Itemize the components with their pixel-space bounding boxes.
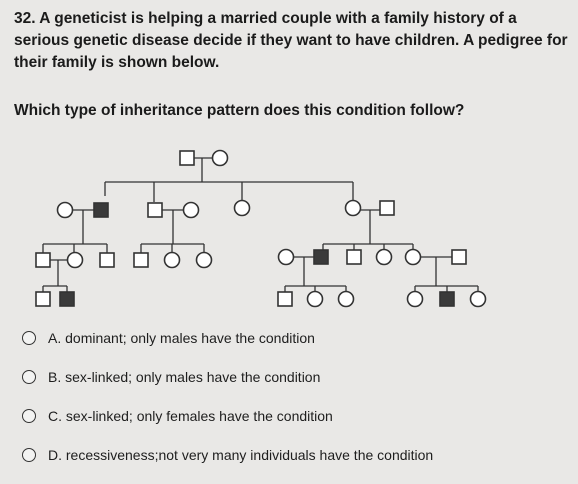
question-body: A geneticist is helping a married couple…: [14, 10, 568, 71]
male-unaffected: [451, 249, 467, 265]
option-label: B. sex-linked; only males have the condi…: [48, 369, 321, 385]
female-unaffected: [375, 248, 393, 266]
radio-button[interactable]: [22, 331, 36, 345]
male-affected: [313, 249, 329, 265]
female-unaffected: [56, 201, 74, 219]
radio-button[interactable]: [22, 448, 36, 462]
female-unaffected: [163, 251, 181, 269]
female-unaffected: [233, 199, 251, 217]
female-unaffected: [306, 290, 324, 308]
male-unaffected: [277, 291, 293, 307]
option-b[interactable]: B. sex-linked; only males have the condi…: [22, 367, 433, 387]
male-unaffected: [35, 252, 51, 268]
male-unaffected: [179, 150, 195, 166]
pedigree-chart: [35, 149, 487, 308]
option-d[interactable]: D. recessiveness;not very many individua…: [22, 445, 433, 465]
male-affected: [93, 202, 109, 218]
female-unaffected: [211, 149, 229, 167]
option-a[interactable]: A. dominant; only males have the conditi…: [22, 328, 433, 348]
option-c[interactable]: C. sex-linked; only females have the con…: [22, 406, 433, 426]
option-label: D. recessiveness;not very many individua…: [48, 447, 434, 463]
female-unaffected: [195, 251, 213, 269]
male-unaffected: [35, 291, 51, 307]
radio-button[interactable]: [22, 370, 36, 384]
male-unaffected: [346, 249, 362, 265]
male-affected: [439, 291, 455, 307]
male-unaffected: [379, 200, 395, 216]
female-unaffected: [344, 199, 362, 217]
male-unaffected: [99, 252, 115, 268]
female-unaffected: [406, 290, 424, 308]
option-label: A. dominant; only males have the conditi…: [48, 330, 315, 346]
female-unaffected: [404, 248, 422, 266]
male-unaffected: [133, 252, 149, 268]
option-label: C. sex-linked; only females have the con…: [48, 408, 333, 424]
question-number: 32.: [14, 10, 36, 27]
female-unaffected: [469, 290, 487, 308]
radio-button[interactable]: [22, 409, 36, 423]
male-unaffected: [147, 202, 163, 218]
question-text: 32. A geneticist is helping a married co…: [14, 8, 574, 74]
female-unaffected: [66, 251, 84, 269]
female-unaffected: [277, 248, 295, 266]
male-affected: [59, 291, 75, 307]
question-prompt: Which type of inheritance pattern does t…: [14, 102, 465, 119]
answer-options: A. dominant; only males have the conditi…: [22, 328, 433, 484]
female-unaffected: [182, 201, 200, 219]
female-unaffected: [337, 290, 355, 308]
